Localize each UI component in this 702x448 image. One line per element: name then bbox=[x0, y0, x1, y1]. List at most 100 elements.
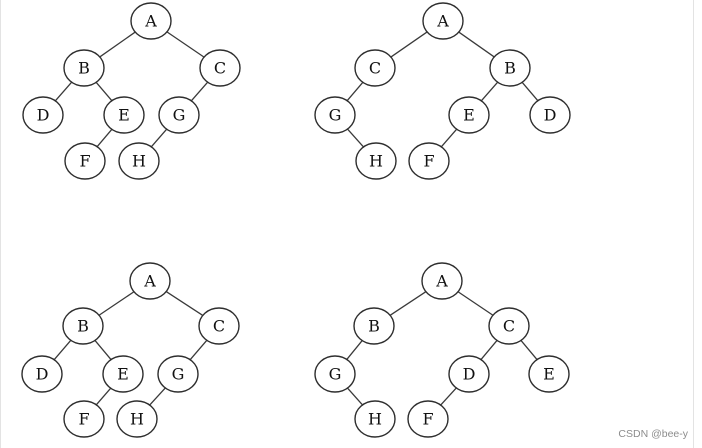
node-circle bbox=[130, 2, 172, 40]
edge-a-c bbox=[165, 291, 204, 316]
node-label: E bbox=[463, 106, 475, 125]
node-circle bbox=[422, 2, 464, 40]
edge-g-h bbox=[150, 128, 168, 148]
node-label: F bbox=[78, 410, 89, 429]
edge-a-b bbox=[458, 31, 495, 58]
node-label: A bbox=[436, 12, 449, 31]
node-label: E bbox=[543, 365, 555, 384]
node-e: E bbox=[528, 355, 570, 393]
edge-a-c bbox=[390, 31, 428, 58]
node-label: B bbox=[78, 59, 90, 78]
node-label: C bbox=[369, 59, 381, 78]
node-g: G bbox=[314, 355, 356, 393]
node-circle bbox=[129, 262, 171, 300]
node-e: E bbox=[448, 96, 490, 134]
node-label: G bbox=[329, 365, 342, 384]
node-label: H bbox=[369, 152, 383, 171]
node-circle bbox=[158, 96, 200, 134]
node-b: B bbox=[489, 49, 531, 87]
node-circle bbox=[62, 307, 104, 345]
node-label: H bbox=[368, 410, 382, 429]
edge-b-e bbox=[480, 81, 499, 102]
node-label: D bbox=[36, 365, 49, 384]
node-f: F bbox=[407, 400, 449, 438]
node-a: A bbox=[422, 2, 464, 40]
node-c: C bbox=[198, 307, 240, 345]
node-label: G bbox=[329, 106, 342, 125]
node-label: D bbox=[37, 106, 50, 125]
edge-b-d bbox=[53, 339, 72, 361]
node-d: D bbox=[22, 96, 64, 134]
node-c: C bbox=[199, 49, 241, 87]
node-label: E bbox=[117, 365, 129, 384]
node-circle bbox=[528, 355, 570, 393]
node-circle bbox=[354, 49, 396, 87]
node-h: H bbox=[355, 142, 397, 180]
edge-b-d bbox=[54, 81, 73, 102]
node-circle bbox=[314, 96, 356, 134]
node-label: G bbox=[172, 365, 185, 384]
node-e: E bbox=[103, 96, 145, 134]
node-h: H bbox=[116, 400, 158, 438]
node-f: F bbox=[408, 142, 450, 180]
edge-g-h bbox=[347, 128, 364, 148]
node-label: C bbox=[214, 59, 226, 78]
edge-a-b bbox=[98, 291, 135, 316]
node-label: A bbox=[143, 272, 156, 291]
edge-a-c bbox=[457, 291, 494, 316]
node-e: E bbox=[102, 355, 144, 393]
node-circle bbox=[354, 400, 396, 438]
edge-a-b bbox=[389, 291, 427, 316]
node-label: F bbox=[79, 152, 90, 171]
node-c: C bbox=[488, 307, 530, 345]
edge-e-f bbox=[95, 387, 112, 406]
node-circle bbox=[63, 400, 105, 438]
edge-a-b bbox=[99, 31, 136, 58]
node-d: D bbox=[21, 355, 63, 393]
node-circle bbox=[408, 142, 450, 180]
node-a: A bbox=[421, 262, 463, 300]
right-border bbox=[693, 0, 694, 448]
node-label: E bbox=[118, 106, 130, 125]
edge-c-e bbox=[520, 339, 538, 361]
node-circle bbox=[102, 355, 144, 393]
node-a: A bbox=[130, 2, 172, 40]
node-d: D bbox=[448, 355, 490, 393]
node-label: B bbox=[77, 317, 89, 336]
node-circle bbox=[116, 400, 158, 438]
edge-e-f bbox=[440, 128, 458, 148]
edge-e-f bbox=[96, 128, 113, 148]
node-circle bbox=[355, 142, 397, 180]
node-circle bbox=[64, 142, 106, 180]
node-circle bbox=[63, 49, 105, 87]
node-label: B bbox=[368, 317, 380, 336]
node-h: H bbox=[118, 142, 160, 180]
edge-g-h bbox=[347, 387, 363, 406]
node-circle bbox=[489, 49, 531, 87]
node-circle bbox=[157, 355, 199, 393]
node-circle bbox=[448, 96, 490, 134]
node-g: G bbox=[314, 96, 356, 134]
left-border bbox=[0, 0, 1, 448]
edge-b-e bbox=[94, 339, 112, 361]
node-circle bbox=[488, 307, 530, 345]
node-label: F bbox=[423, 152, 434, 171]
node-f: F bbox=[64, 142, 106, 180]
node-b: B bbox=[62, 307, 104, 345]
node-circle bbox=[407, 400, 449, 438]
tree-3: A B C D E G F H bbox=[21, 262, 240, 438]
node-circle bbox=[421, 262, 463, 300]
node-circle bbox=[199, 49, 241, 87]
node-circle bbox=[118, 142, 160, 180]
node-b: B bbox=[63, 49, 105, 87]
node-label: D bbox=[463, 365, 476, 384]
edge-c-g bbox=[346, 81, 364, 102]
edge-d-f bbox=[440, 387, 457, 406]
node-circle bbox=[103, 96, 145, 134]
node-label: A bbox=[144, 12, 157, 31]
node-circle bbox=[22, 96, 64, 134]
node-label: C bbox=[503, 317, 515, 336]
node-circle bbox=[529, 96, 571, 134]
edge-c-g bbox=[190, 81, 209, 102]
